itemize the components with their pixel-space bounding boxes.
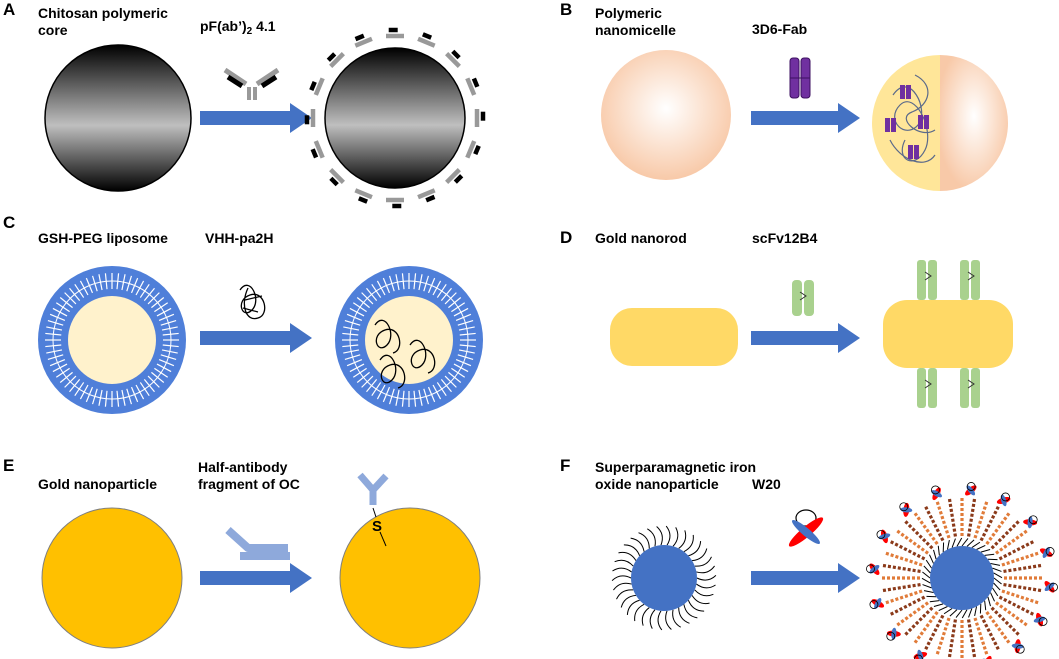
half-antibody-attached: S — [357, 472, 389, 547]
panel-b-label-line2: nanomicelle — [595, 22, 676, 38]
scfv-surface — [917, 260, 980, 408]
arrow-c — [200, 323, 312, 353]
gold-nanoparticle — [41, 507, 183, 649]
panel-f-label-line2: oxide nanoparticle — [595, 476, 719, 492]
panel-e-label: Gold nanoparticle — [38, 476, 158, 492]
antibody-fragment-a — [223, 67, 280, 100]
gold-nanorod-conjugated — [883, 300, 1013, 368]
panel-a-label-line2: core — [38, 22, 68, 38]
surface-fragments-a — [304, 27, 486, 209]
arrow-d — [751, 323, 860, 353]
fab-fragment-b — [789, 57, 811, 99]
panel-letter-b: B — [560, 0, 573, 19]
panel-c-reagent: VHH-pa2H — [205, 230, 274, 246]
panel-letter-e: E — [3, 456, 15, 475]
panel-a-label-line1: Chitosan polymeric — [38, 5, 168, 21]
panel-b-label: Polymeric nanomicelle — [595, 5, 676, 39]
panel-a-label: Chitosan polymeric core — [38, 5, 168, 39]
panel-c-label: GSH-PEG liposome — [38, 230, 168, 246]
gold-nanoparticle-conjugated — [339, 507, 481, 649]
panel-a-reagent: pF(ab’)2 4.1 — [200, 18, 276, 40]
panel-d-reagent: scFv12B4 — [752, 230, 818, 246]
iron-oxide-conjugated — [866, 482, 1058, 659]
panel-f-label-line1: Superparamagnetic iron — [595, 459, 757, 475]
loaded-nanobodies — [374, 319, 436, 389]
arrow-b — [751, 103, 860, 133]
panel-f-reagent: W20 — [752, 476, 781, 492]
panel-letter-d: D — [560, 228, 573, 247]
arrow-f — [751, 563, 860, 593]
panel-f-label: Superparamagnetic iron oxide nanoparticl… — [595, 459, 756, 493]
liposome-loaded — [335, 266, 483, 414]
panel-b-label-line1: Polymeric — [595, 5, 662, 21]
gold-nanorod — [610, 308, 738, 366]
w20-fragment — [788, 509, 824, 547]
panel-b-reagent: 3D6-Fab — [752, 21, 808, 37]
arrow-a — [200, 103, 312, 133]
chitosan-core — [44, 44, 192, 192]
panel-e-reagent-line2: fragment of OC — [198, 476, 300, 492]
panel-a-reagent-pre: pF(ab’) — [200, 18, 247, 34]
panel-d-label: Gold nanorod — [595, 230, 687, 246]
panel-e-reagent-line1: Half-antibody — [198, 459, 288, 475]
panel-a-reagent-post: 4.1 — [256, 18, 276, 34]
panel-letter-c: C — [3, 213, 16, 232]
scfv-fragment — [792, 280, 814, 316]
liposome-empty — [38, 266, 186, 414]
panel-e-reagent: Half-antibody fragment of OC — [198, 459, 300, 493]
vhh-nanobody — [239, 284, 266, 320]
chitosan-core-conjugated — [324, 47, 466, 189]
arrow-e — [200, 563, 312, 593]
iron-oxide-nanoparticle — [611, 525, 717, 631]
sulfur-bond-label: S — [372, 518, 382, 535]
panel-letter-f: F — [560, 456, 571, 475]
micelle-conjugated — [872, 55, 1008, 191]
panel-letter-a: A — [3, 0, 16, 19]
polymeric-nanomicelle — [601, 50, 731, 180]
half-antibody — [225, 527, 290, 560]
panel-a-reagent-sub: 2 — [246, 26, 253, 37]
